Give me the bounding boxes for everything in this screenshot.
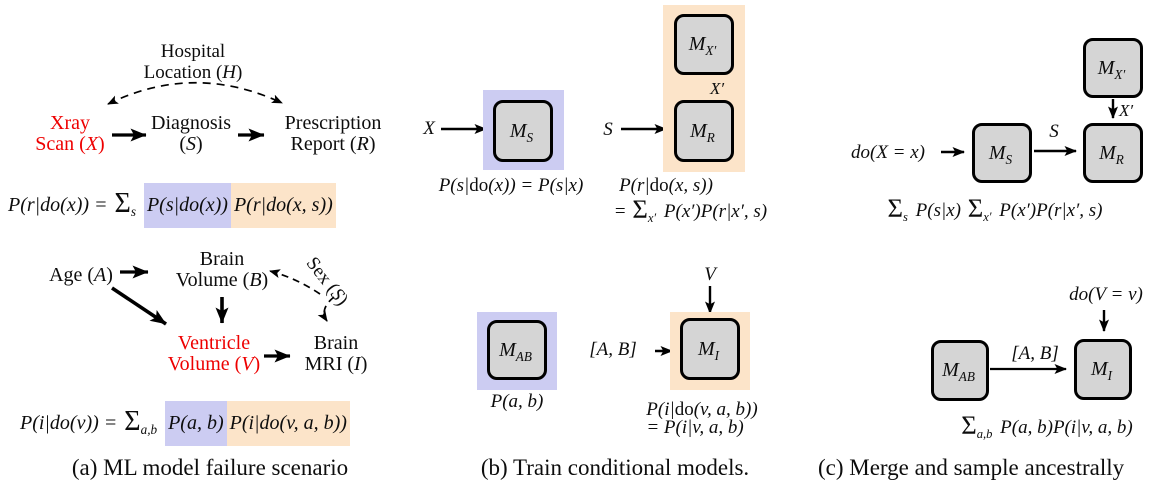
- model-box-ms-c-label: MS: [988, 141, 1013, 167]
- input-label-do-x: do(X = x): [850, 142, 926, 163]
- node-brain-volume: Brain Volume (B): [175, 248, 269, 291]
- formula-mi-b-line1: P(i|do(v, a, b)): [646, 399, 758, 420]
- arrow-hospital-confounder-arc: [107, 81, 283, 105]
- caption-panel-a: (a) ML model failure scenario: [71, 455, 349, 480]
- edge-label-ab-c: [A, B]: [1011, 343, 1059, 364]
- node-diagnosis: Diagnosis (S): [151, 112, 231, 155]
- node-ventricle-volume: Ventricle Volume (V): [167, 332, 261, 375]
- input-label-x: X: [423, 118, 435, 139]
- model-box-mxprime-b-label: MX′: [688, 33, 717, 59]
- model-box-mi-b-label: MI: [697, 337, 720, 363]
- arrow-age-to-ventricle: [111, 286, 167, 326]
- edge-label-xprime-b: X′: [710, 79, 725, 98]
- model-box-mi-b: MI: [680, 318, 740, 380]
- node-prescription-report: Prescription Report (R): [284, 112, 382, 155]
- model-box-ms-b: MS: [493, 100, 553, 162]
- input-label-ab-b: [A, B]: [589, 339, 637, 360]
- model-box-mr-b-label: MR: [690, 119, 715, 145]
- model-box-mab-c: MAB: [931, 340, 989, 401]
- model-box-mr-b: MR: [674, 100, 734, 162]
- node-sex: Sex (S): [301, 253, 353, 310]
- caption-panel-b: (b) Train conditional models.: [480, 455, 750, 480]
- node-age: Age (A): [49, 264, 113, 286]
- formula-mr-b-line1: P(r|do(x, s)): [619, 175, 713, 196]
- model-box-mr-c-label: MR: [1099, 141, 1124, 167]
- model-box-mab-b-label: MAB: [499, 338, 532, 364]
- input-label-do-v: do(V = v): [1069, 284, 1143, 305]
- node-xray-scan: Xray Scan (X): [35, 112, 105, 155]
- model-box-mxprime-b: MX′: [674, 14, 734, 75]
- input-label-s: S: [603, 119, 613, 140]
- node-hospital-location: Hospital Location (H): [143, 41, 243, 83]
- edge-label-xprime-c: X′: [1119, 101, 1134, 120]
- model-box-mi-c: MI: [1074, 339, 1132, 400]
- formula-mi-b-line2: = P(i|v, a, b): [646, 417, 744, 438]
- edge-label-s-c: S: [1049, 121, 1059, 142]
- model-box-mi-c-label: MI: [1090, 358, 1113, 384]
- node-brain-mri: Brain MRI (I): [304, 332, 368, 375]
- caption-panel-c: (c) Merge and sample ancestrally: [818, 455, 1125, 480]
- model-box-mab-b: MAB: [487, 320, 547, 380]
- model-box-ms-b-label: MS: [509, 119, 534, 145]
- input-label-v: V: [704, 264, 716, 285]
- model-box-mab-c-label: MAB: [942, 359, 975, 385]
- model-box-mxprime-c-label: MX′: [1097, 56, 1126, 82]
- model-box-mr-c: MR: [1083, 123, 1143, 183]
- model-box-mxprime-c: MX′: [1083, 38, 1143, 98]
- model-box-ms-c: MS: [972, 123, 1032, 183]
- formula-mab-b: P(a, b): [490, 391, 544, 412]
- formula-ms-b: P(s|do(x)) = P(s|x): [438, 175, 584, 196]
